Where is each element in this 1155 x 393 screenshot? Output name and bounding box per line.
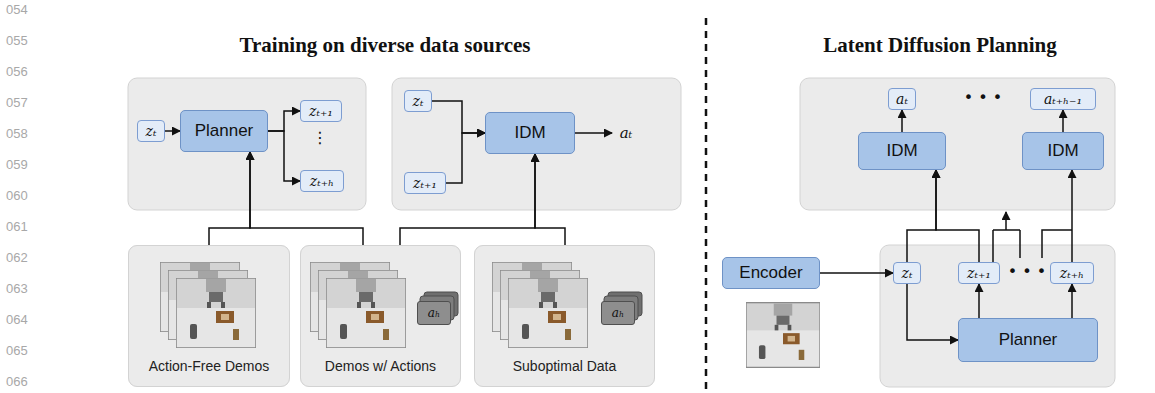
connector-arrow bbox=[1071, 284, 1073, 318]
latent-box: zₜ bbox=[137, 120, 165, 142]
line-number: 062 bbox=[6, 250, 28, 265]
line-number: 064 bbox=[6, 312, 28, 327]
panel bbox=[128, 78, 366, 210]
ellipsis-mark: • • • bbox=[958, 88, 1008, 107]
latent-box: zₜ₊₁ bbox=[958, 262, 1000, 284]
latent-box: aₜ bbox=[888, 88, 916, 110]
observation-image bbox=[746, 303, 820, 368]
connector-arrow bbox=[907, 170, 936, 262]
node-text: aₜ bbox=[620, 124, 633, 142]
line-number: 065 bbox=[6, 343, 28, 358]
section-title: Training on diverse data sources bbox=[150, 33, 620, 58]
node-text: IDM bbox=[514, 123, 545, 143]
panel-fill bbox=[128, 245, 290, 387]
connector-arrow bbox=[575, 132, 612, 134]
node-text: zₜ₊ₕ bbox=[1060, 265, 1084, 281]
line-number: 057 bbox=[6, 95, 28, 110]
node-text: Planner bbox=[999, 330, 1058, 350]
line-number: 060 bbox=[6, 188, 28, 203]
node-text: Demos w/ Actions bbox=[325, 358, 436, 374]
connector-arrow bbox=[907, 284, 958, 340]
action-chunk-box: aₕ bbox=[417, 301, 451, 325]
bracket bbox=[993, 230, 1020, 262]
connector-arrow bbox=[936, 170, 979, 262]
node-text: zₜ₊₁ bbox=[309, 103, 333, 119]
module-box: Encoder bbox=[722, 257, 820, 289]
connector-arrow bbox=[978, 284, 980, 318]
connector-arrow bbox=[268, 131, 300, 181]
node-text: Encoder bbox=[739, 263, 802, 283]
data-panel: Suboptimal Data aₕ bbox=[474, 245, 655, 387]
line-number: 054 bbox=[6, 2, 28, 17]
module-box: Planner bbox=[180, 110, 268, 152]
data-panel: Action-Free Demos bbox=[128, 245, 290, 387]
node-text: IDM bbox=[1047, 141, 1078, 161]
module-box: Planner bbox=[958, 318, 1098, 362]
panel-fill bbox=[300, 245, 461, 387]
module-box: IDM bbox=[1022, 132, 1104, 170]
node-text: Action-Free Demos bbox=[149, 358, 270, 374]
line-number: 058 bbox=[6, 126, 28, 141]
latent-box: zₜ bbox=[404, 90, 432, 112]
bracket bbox=[1042, 230, 1072, 258]
frame-image bbox=[176, 278, 256, 348]
connector-arrow bbox=[268, 111, 300, 131]
line-number: 056 bbox=[6, 64, 28, 79]
node-text: Planner bbox=[195, 121, 254, 141]
connector-arrow bbox=[432, 101, 485, 133]
node-text: zₜ₊₁ bbox=[967, 265, 991, 281]
panel bbox=[392, 78, 681, 210]
node-text: aₜ₊ₕ₋₁ bbox=[1044, 91, 1082, 107]
latent-box: zₜ₊ₕ bbox=[1050, 262, 1094, 284]
connector-arrow bbox=[250, 152, 363, 245]
data-panel: Demos w/ Actions aₕ bbox=[300, 245, 461, 387]
section-title: Latent Diffusion Planning bbox=[755, 33, 1125, 58]
line-number: 066 bbox=[6, 374, 28, 389]
connector-arrow bbox=[209, 152, 250, 245]
line-number: 061 bbox=[6, 219, 28, 234]
module-box: IDM bbox=[485, 112, 575, 154]
latent-box: zₜ bbox=[893, 262, 921, 284]
node-text: aₜ bbox=[896, 91, 908, 107]
node-text: zₜ bbox=[902, 265, 913, 281]
panel bbox=[800, 78, 1115, 210]
connector-arrow bbox=[165, 130, 180, 132]
node-text: zₜ bbox=[413, 93, 424, 109]
node-text: IDM bbox=[886, 141, 917, 161]
node-text: aₕ bbox=[428, 306, 440, 320]
node-text: zₜ₊ₕ bbox=[310, 173, 334, 189]
node-text: aₕ bbox=[612, 306, 624, 320]
line-number: 055 bbox=[6, 33, 28, 48]
action-text: aₜ bbox=[612, 121, 640, 145]
node-text: Suboptimal Data bbox=[513, 358, 617, 374]
node-text: zₜ bbox=[146, 123, 157, 139]
connector-arrow bbox=[400, 154, 535, 245]
frame-image bbox=[326, 278, 406, 348]
line-number: 063 bbox=[6, 281, 28, 296]
module-box: IDM bbox=[858, 132, 946, 170]
action-chunk-box: aₕ bbox=[601, 301, 635, 325]
latent-box: zₜ₊₁ bbox=[300, 100, 342, 122]
line-number: 059 bbox=[6, 157, 28, 172]
connector-arrow bbox=[820, 272, 893, 274]
frame-image bbox=[508, 278, 588, 348]
connector-arrow bbox=[1062, 110, 1064, 132]
divider bbox=[705, 18, 708, 393]
panel-fill bbox=[474, 245, 655, 387]
panel bbox=[880, 245, 1115, 387]
connector-arrow bbox=[446, 133, 485, 183]
node-text: zₜ₊₁ bbox=[413, 175, 437, 191]
ellipsis-mark: • • • bbox=[1006, 262, 1048, 281]
connector-arrow bbox=[535, 154, 565, 245]
connector-arrow bbox=[1071, 170, 1073, 262]
connector-arrow bbox=[901, 110, 903, 132]
latent-box: zₜ₊₁ bbox=[404, 172, 446, 194]
ellipsis-mark: ⋮ bbox=[312, 128, 328, 147]
bracket-arrow bbox=[1005, 212, 1007, 230]
latent-box: aₜ₊ₕ₋₁ bbox=[1030, 88, 1096, 110]
latent-box: zₜ₊ₕ bbox=[300, 170, 344, 192]
